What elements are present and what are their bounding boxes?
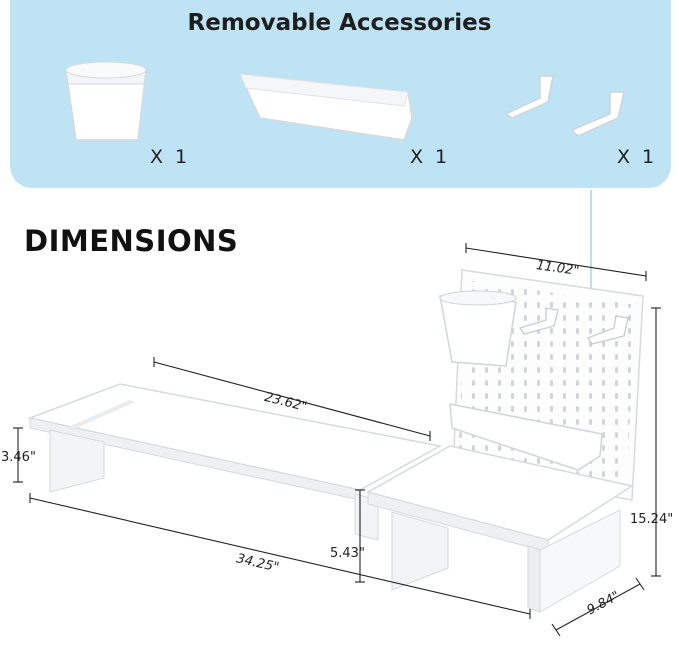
main-shelf-height-label: 3.46" [1,450,36,465]
main-shelf [27,383,443,541]
riser-shelf [366,445,634,613]
hook-quantity: X 1 [617,146,658,168]
hook-icon [504,75,625,137]
accessories-title: Removable Accessories [187,10,492,36]
pegboard-cup [439,290,517,367]
total-height-label: 15.24" [630,512,674,527]
riser-height-label: 5.43" [330,546,365,561]
dimension-lines [13,243,661,637]
pegboard-tray [449,403,603,471]
dimensions-heading: DIMENSIONS [24,224,239,258]
cup-icon [65,61,147,141]
tray-quantity: X 1 [410,146,451,168]
tray-icon [238,73,413,141]
cup-quantity: X 1 [150,146,191,168]
pegboard-hook [518,307,559,335]
pegboard-hook [587,315,629,345]
